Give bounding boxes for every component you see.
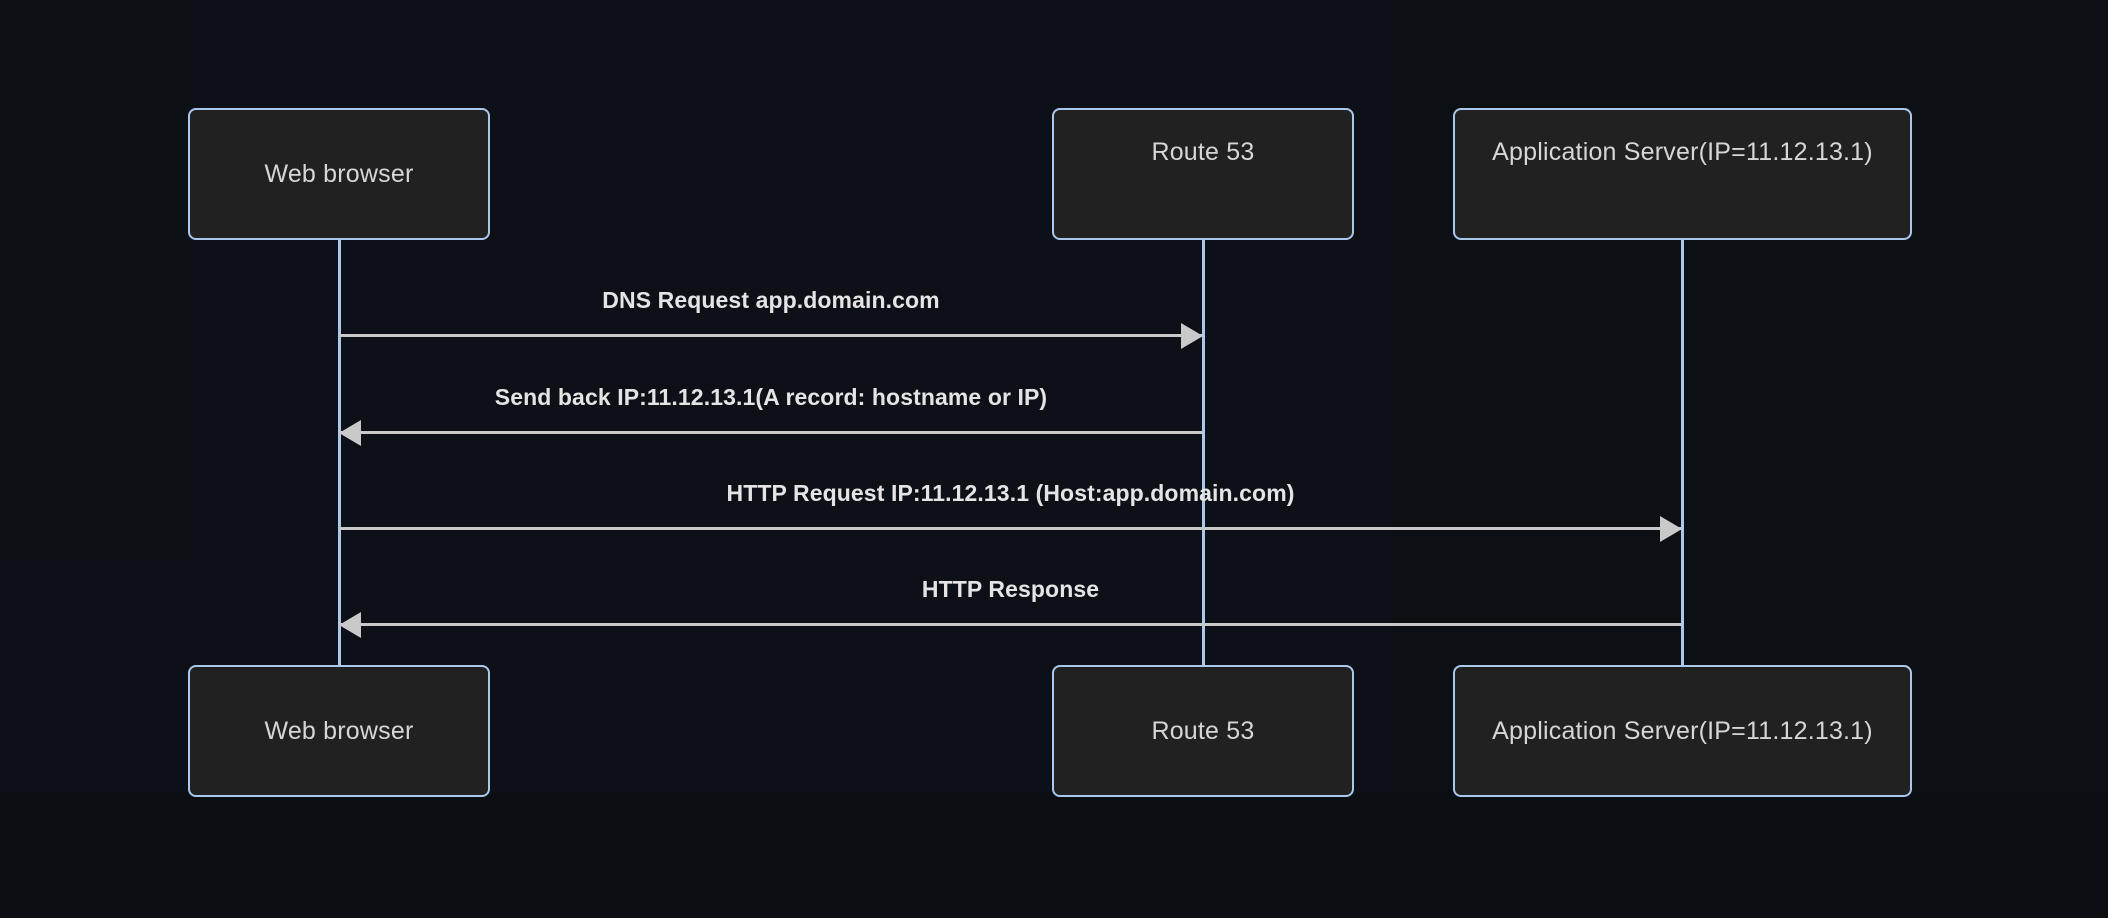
message-label-4: HTTP Response (921, 576, 1100, 602)
participant-box-web-browser-bottom[interactable]: Web browser (188, 665, 490, 797)
message-line-1[interactable] (339, 334, 1203, 337)
participant-label-web-browser: Web browser (264, 159, 414, 188)
message-label-2: Send back IP:11.12.13.1(A record: hostna… (494, 384, 1048, 410)
background-panel (0, 0, 185, 560)
participant-label-application-server: Application Server(IP=11.12.13.1) (1492, 138, 1873, 166)
participant-box-application-server-top[interactable]: Application Server(IP=11.12.13.1) (1453, 108, 1912, 240)
background-panel (1392, 792, 2108, 918)
participant-box-application-server-bottom[interactable]: Application Server(IP=11.12.13.1) (1453, 665, 1912, 797)
message-line-2[interactable] (339, 431, 1203, 434)
arrowhead-left-4 (339, 611, 361, 638)
lifeline-web-browser (338, 240, 341, 665)
background-panel (0, 792, 1392, 918)
participant-label-web-browser: Web browser (264, 716, 414, 745)
arrowhead-left-2 (339, 419, 361, 446)
message-label-1: DNS Request app.domain.com (602, 287, 940, 313)
message-label-3: HTTP Request IP:11.12.13.1 (Host:app.dom… (726, 480, 1295, 506)
message-line-3[interactable] (339, 527, 1682, 530)
lifeline-route-53 (1202, 240, 1205, 665)
participant-label-route-53: Route 53 (1151, 716, 1255, 745)
participant-box-route-53-top[interactable]: Route 53 (1052, 108, 1354, 240)
lifeline-application-server (1681, 240, 1684, 665)
participant-box-web-browser-top[interactable]: Web browser (188, 108, 490, 240)
participant-label-application-server: Application Server(IP=11.12.13.1) (1492, 716, 1873, 745)
message-line-4[interactable] (339, 623, 1682, 626)
participant-box-route-53-bottom[interactable]: Route 53 (1052, 665, 1354, 797)
arrowhead-right-1 (1181, 322, 1203, 349)
arrowhead-right-3 (1660, 515, 1682, 542)
participant-label-route-53: Route 53 (1151, 138, 1255, 166)
